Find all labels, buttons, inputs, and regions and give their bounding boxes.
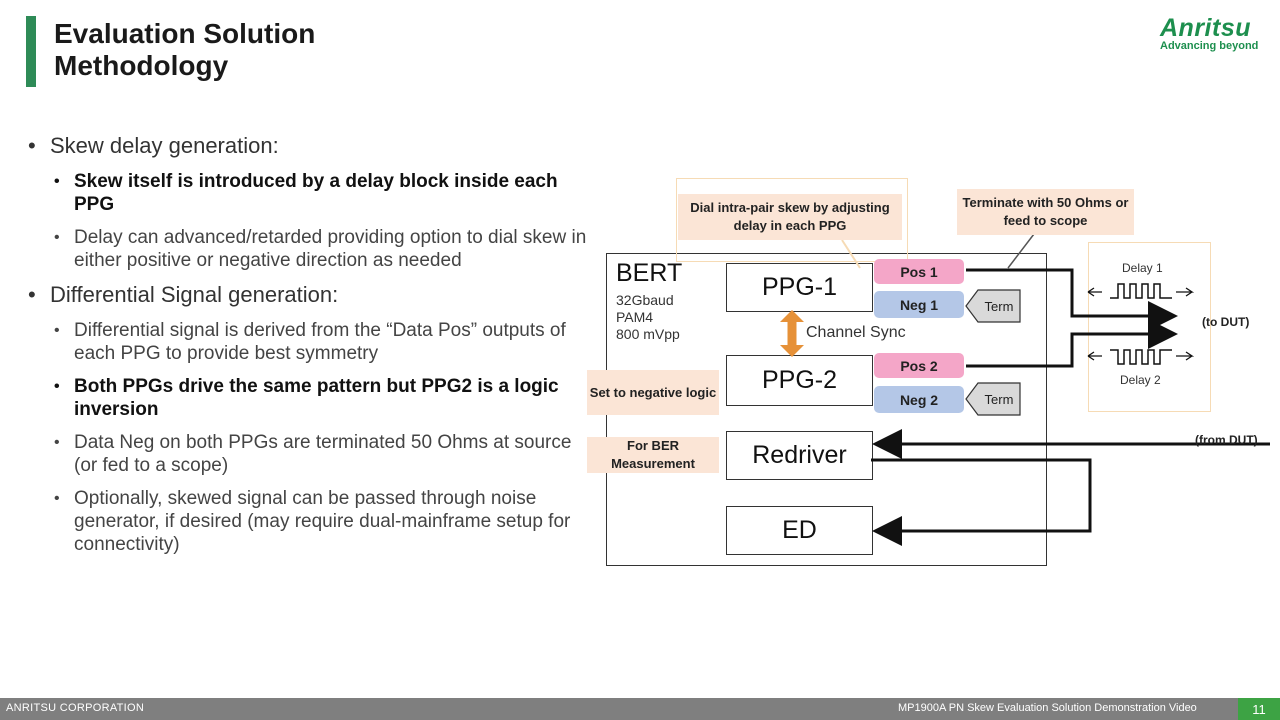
callout-dial-skew: Dial intra-pair skew by adjusting delay … bbox=[678, 194, 902, 240]
redriver-ed-line bbox=[871, 458, 1092, 546]
bert-modulation: PAM4 bbox=[616, 309, 654, 325]
bert-baud: 32Gbaud bbox=[616, 292, 674, 308]
page-title-line1: Evaluation Solution bbox=[54, 18, 316, 49]
title-accent-bar bbox=[26, 16, 36, 87]
footer-bar bbox=[0, 698, 1280, 720]
footer-company: ANRITSU CORPORATION bbox=[6, 702, 145, 714]
bullet-optionally: Optionally, skewed signal can be passed … bbox=[24, 487, 599, 556]
bullet-differential-signal: Differential Signal generation: bbox=[24, 282, 599, 308]
bullet-skew-itself: Skew itself is introduced by a delay blo… bbox=[24, 170, 599, 216]
neg1-pill: Neg 1 bbox=[874, 291, 964, 318]
page-title: Evaluation Solution Methodology bbox=[54, 18, 315, 82]
callout-terminate: Terminate with 50 Ohms or feed to scope bbox=[957, 189, 1134, 235]
ppg-delay-highlight bbox=[676, 178, 908, 262]
pos2-pill: Pos 2 bbox=[874, 353, 964, 378]
callout-ber-measurement: For BER Measurement bbox=[587, 437, 719, 473]
logo-tagline: Advancing beyond bbox=[1160, 40, 1259, 52]
bert-title: BERT bbox=[616, 259, 683, 287]
channel-sync-label: Channel Sync bbox=[806, 324, 906, 341]
bullet-both-ppgs: Both PPGs drive the same pattern but PPG… bbox=[24, 375, 599, 421]
ed-block: ED bbox=[726, 506, 873, 555]
pos2-line bbox=[966, 319, 1178, 368]
page-title-line2: Methodology bbox=[54, 50, 229, 81]
pos1-line bbox=[966, 268, 1178, 331]
bert-amplitude: 800 mVpp bbox=[616, 326, 680, 342]
term1-shape bbox=[965, 289, 1021, 323]
bullet-skew-delay: Skew delay generation: bbox=[24, 133, 599, 159]
term2-label: Term bbox=[984, 391, 1014, 407]
bullet-data-neg: Data Neg on both PPGs are terminated 50 … bbox=[24, 431, 599, 477]
delay-block-frame bbox=[1088, 242, 1211, 412]
term2-shape bbox=[965, 382, 1021, 416]
anritsu-logo: Anritsu bbox=[1160, 14, 1251, 42]
neg2-pill: Neg 2 bbox=[874, 386, 964, 413]
delay2-label: Delay 2 bbox=[1120, 373, 1161, 387]
to-dut-label: (to DUT) bbox=[1202, 315, 1250, 329]
bullet-list: Skew delay generation: Skew itself is in… bbox=[24, 133, 599, 566]
ppg2-block: PPG-2 bbox=[726, 355, 873, 406]
callout-negative-logic: Set to negative logic bbox=[587, 370, 719, 415]
bullet-delay-advanced: Delay can advanced/retarded providing op… bbox=[24, 226, 599, 272]
page-number: 11 bbox=[1238, 698, 1280, 720]
from-dut-label: (from DUT) bbox=[1195, 433, 1258, 447]
delay1-label: Delay 1 bbox=[1122, 261, 1163, 275]
footer-video-title: MP1900A PN Skew Evaluation Solution Demo… bbox=[898, 702, 1197, 714]
pos1-pill: Pos 1 bbox=[874, 259, 964, 284]
term1-label: Term bbox=[984, 298, 1014, 314]
ppg1-block: PPG-1 bbox=[726, 263, 873, 312]
bullet-differential-derived: Differential signal is derived from the … bbox=[24, 319, 599, 365]
